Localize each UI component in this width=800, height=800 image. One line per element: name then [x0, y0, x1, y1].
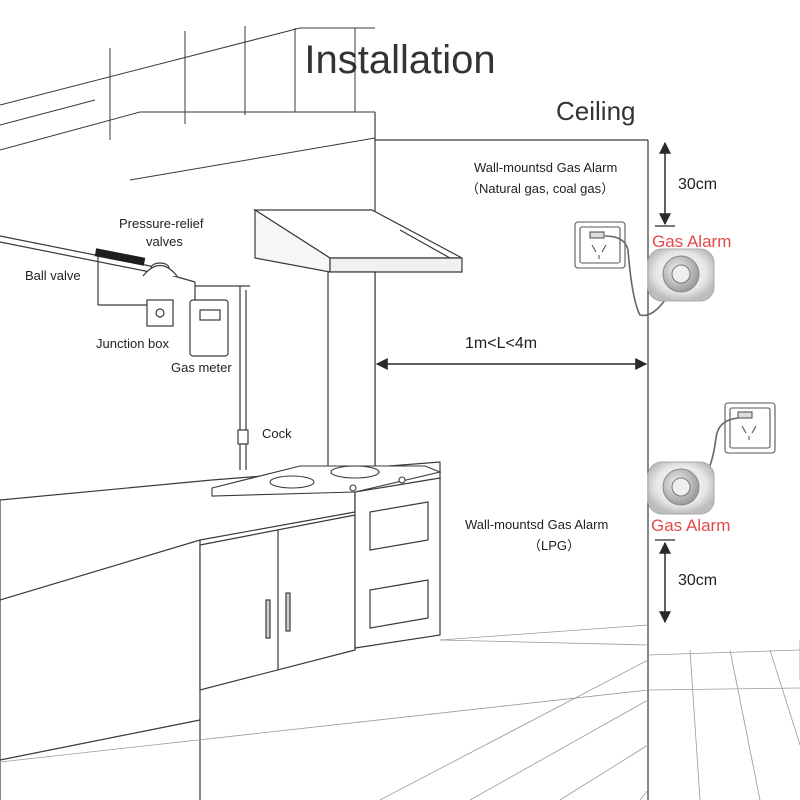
cock-valve: [237, 429, 249, 445]
ball-valve: [94, 248, 146, 266]
counter: [0, 461, 441, 800]
pressure-relief-valve: [142, 262, 178, 277]
gas-meter-label: Gas meter: [171, 360, 232, 375]
lower-gas-alarm-device: [647, 461, 715, 515]
ball-valve-label: Ball valve: [25, 268, 81, 283]
gas-meter: [189, 299, 229, 357]
upper-distance-label: 30cm: [678, 176, 718, 193]
stove: [211, 465, 442, 497]
lower-gas-alarm-label: Gas Alarm: [651, 516, 731, 535]
upper-alarm-cable: [604, 235, 666, 317]
floor-grid: [0, 624, 800, 800]
junction-box-label: Junction box: [96, 336, 169, 351]
lower-distance-label: 30cm: [678, 572, 718, 589]
lower-alarm-caption-line2: （LPG）: [528, 538, 581, 553]
pressure-relief-label-line2: valves: [146, 234, 183, 249]
page-title: Installation: [304, 38, 496, 82]
range-hood: [252, 208, 463, 473]
upper-gas-alarm-device: [647, 248, 715, 302]
lower-alarm-caption-line1: Wall-mountsd Gas Alarm: [465, 517, 609, 532]
wall-distance-label: 1m<L<4m: [465, 335, 538, 352]
upper-alarm-caption-line2: （Natural gas, coal gas）: [466, 181, 615, 196]
ceiling-label: Ceiling: [556, 96, 636, 126]
upper-power-outlet: [574, 221, 626, 269]
upper-cabinets: [0, 26, 376, 181]
upper-alarm-caption-line1: Wall-mountsd Gas Alarm: [474, 160, 618, 175]
junction-box: [146, 299, 174, 327]
upper-gas-alarm-label: Gas Alarm: [652, 232, 732, 251]
lower-power-outlet: [724, 402, 776, 454]
pressure-relief-label-line1: Pressure-relief: [119, 216, 204, 231]
cock-label: Cock: [262, 426, 292, 441]
